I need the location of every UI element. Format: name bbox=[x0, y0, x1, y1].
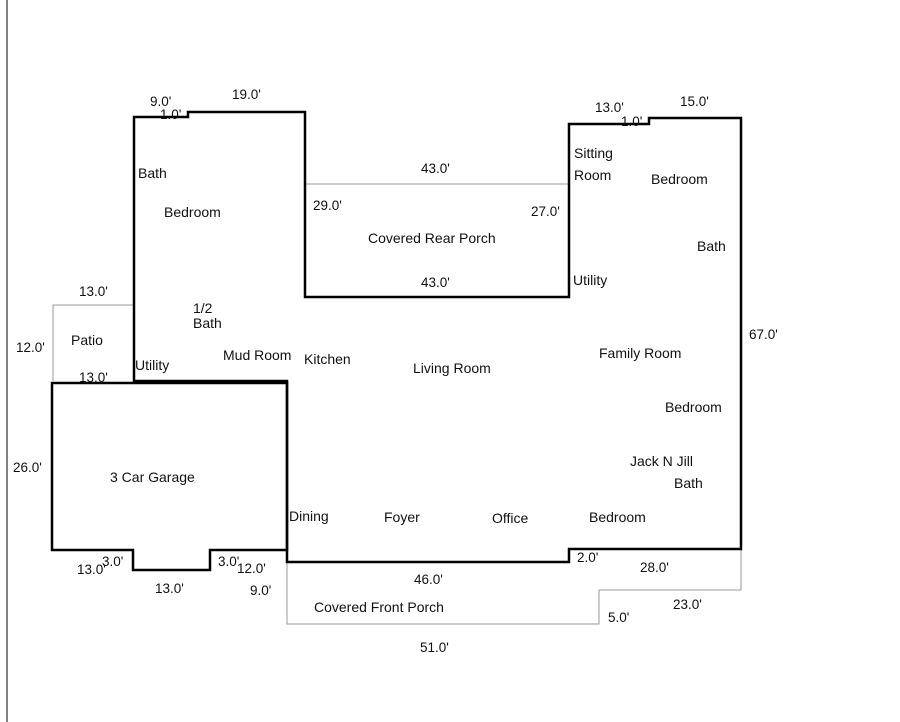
room-bath-right: Bath bbox=[697, 238, 726, 254]
dim-front-porch-right: 23.0' bbox=[673, 597, 702, 612]
dim-patio-left: 12.0' bbox=[16, 340, 45, 355]
room-dining: Dining bbox=[289, 508, 329, 524]
dim-left-wing-top-left: 9.0' bbox=[150, 94, 171, 109]
dim-right-wing-jog: 1.0' bbox=[621, 114, 642, 129]
dim-garage-notch-left: 3.0' bbox=[102, 554, 123, 569]
room-bedroom-bottom: Bedroom bbox=[589, 509, 646, 525]
front-porch-outline bbox=[286, 549, 742, 625]
room-utility-right: Utility bbox=[573, 272, 607, 288]
house-walls bbox=[132, 110, 743, 564]
room-foyer: Foyer bbox=[384, 509, 420, 525]
room-kitchen: Kitchen bbox=[304, 351, 351, 367]
room-office: Office bbox=[492, 510, 529, 526]
room-bedroom-left: Bedroom bbox=[164, 204, 221, 220]
room-mud-room: Mud Room bbox=[223, 347, 291, 363]
dim-right-wing-top-right: 15.0' bbox=[680, 94, 709, 109]
dim-rear-porch-top: 43.0' bbox=[421, 161, 450, 176]
room-bedroom-right-mid: Bedroom bbox=[665, 399, 722, 415]
room-half-bath-line2: Bath bbox=[193, 315, 222, 331]
dim-right-side: 67.0' bbox=[749, 327, 778, 342]
room-sitting-room-line2: Room bbox=[574, 167, 611, 183]
dim-front-wall: 46.0' bbox=[414, 572, 443, 587]
room-utility-left: Utility bbox=[135, 357, 169, 373]
room-patio: Patio bbox=[71, 332, 103, 348]
room-bath-left: Bath bbox=[138, 165, 167, 181]
dim-front-porch-step: 5.0' bbox=[608, 610, 629, 625]
room-sitting-room-line1: Sitting bbox=[574, 145, 613, 161]
dim-front-porch-total: 51.0' bbox=[420, 640, 449, 655]
room-jack-n-jill-line1: Jack N Jill bbox=[630, 453, 693, 469]
room-family-room: Family Room bbox=[599, 345, 681, 361]
room-jack-n-jill-line2: Bath bbox=[674, 475, 703, 491]
dim-garage-side: 26.0' bbox=[13, 460, 42, 475]
room-bedroom-right-top: Bedroom bbox=[651, 171, 708, 187]
dim-rear-porch-right: 27.0' bbox=[531, 204, 560, 219]
dim-garage-notch-bottom: 13.0' bbox=[155, 581, 184, 596]
dim-front-right-wall: 28.0' bbox=[640, 560, 669, 575]
dim-front-porch-left: 9.0' bbox=[250, 583, 271, 598]
dim-patio-bottom: 13.0' bbox=[79, 370, 108, 385]
dim-rear-porch-bottom: 43.0' bbox=[421, 275, 450, 290]
dim-right-wing-top-left: 13.0' bbox=[595, 100, 624, 115]
dim-left-wing-jog: 1.0' bbox=[160, 107, 181, 122]
dim-garage-notch-right: 3.0' bbox=[218, 554, 239, 569]
room-covered-front-porch: Covered Front Porch bbox=[314, 599, 444, 615]
dim-patio-top: 13.0' bbox=[79, 284, 108, 299]
patio-outline bbox=[52, 304, 133, 381]
room-garage: 3 Car Garage bbox=[110, 469, 195, 485]
dim-left-wing-top-right: 19.0' bbox=[232, 87, 261, 102]
room-covered-rear-porch: Covered Rear Porch bbox=[368, 230, 496, 246]
dim-garage-bottom-right: 12.0' bbox=[237, 561, 266, 576]
room-half-bath-line1: 1/2 bbox=[193, 300, 213, 316]
dim-garage-bottom-left: 13.0' bbox=[77, 562, 106, 577]
dim-front-jog: 2.0' bbox=[577, 550, 598, 565]
dim-rear-porch-left: 29.0' bbox=[313, 198, 342, 213]
garage-walls bbox=[50, 381, 289, 572]
room-living-room: Living Room bbox=[413, 360, 491, 376]
